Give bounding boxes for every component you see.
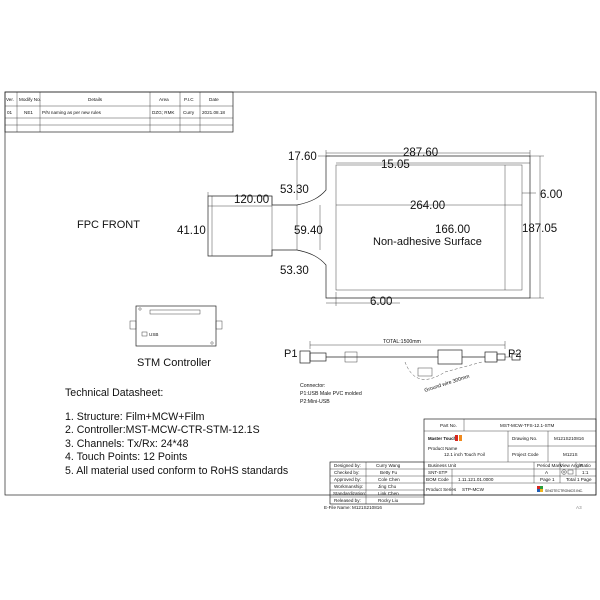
business-unit-label: Business Unit <box>428 463 457 468</box>
master-touch-logo: Master Touch <box>428 435 462 441</box>
dim-inner-offset: 15.05 <box>381 159 410 171</box>
rev-header-pic: P.I.C <box>184 97 194 102</box>
project-code-value: M121S <box>563 452 578 457</box>
part-no-label: Part No. <box>440 423 457 428</box>
datasheet-item-structure: 1. Structure: Film+MCW+Film <box>65 410 205 423</box>
ground-wire-label: Ground wire 300mm <box>424 374 471 394</box>
rev-cell-pic: Curry <box>183 110 195 115</box>
dim-left-offset: 17.60 <box>288 151 317 163</box>
dim-tail-bottom: 53.30 <box>280 265 309 277</box>
dim-active-width: 264.00 <box>410 200 445 212</box>
rev-header-date: Date <box>209 97 219 102</box>
drawing-frame <box>4 91 597 496</box>
rev-cell-date: 2021.08.18 <box>202 110 225 115</box>
sig-name-5: Rocky Liu <box>378 498 399 503</box>
touch-foil-outline <box>207 155 531 299</box>
sig-name-2: Cole Chen <box>378 477 400 482</box>
datasheet-item-rohs: 5. All material used conform to RoHS sta… <box>65 464 289 477</box>
product-series-label: Product Series <box>426 487 457 492</box>
dim-tail-length: 120.00 <box>234 194 269 206</box>
business-unit-value: SNT-STP <box>428 470 447 475</box>
bom-code-label: BOM Code <box>426 477 449 482</box>
period-mark-label: Period Mark <box>537 463 562 468</box>
product-name-value: 12.1 inch Touch Foil <box>444 452 485 457</box>
sig-name-1: Betty Fu <box>380 470 398 475</box>
revision-table: Ver. Modify No. Details Area P.I.C Date … <box>4 91 234 133</box>
sig-name-3: Jing Chu <box>378 484 397 489</box>
cable-total-label: TOTAL:1500mm <box>383 339 421 345</box>
brand-text: Master Touch <box>428 436 457 441</box>
company-logo: SINOTECTRONICS INC. <box>537 486 583 493</box>
project-code-label: Project Code <box>512 452 539 457</box>
datasheet-item-channels: 3. Channels: Tx/Rx: 24*48 <box>65 437 189 450</box>
connector-note-1: P1:USB Male PVC molded <box>300 391 362 397</box>
ratio-value: 1:1 <box>582 470 589 475</box>
sig-role-2: Approved by: <box>334 477 361 482</box>
sig-role-3: Workmanship: <box>334 484 363 489</box>
p1-connector <box>299 350 311 364</box>
active-area <box>335 164 523 291</box>
rev-cell-ver: 01 <box>7 110 13 115</box>
part-no-value: MST-MCW-TFS-12.1-STM <box>500 423 554 428</box>
dimension-labels: 287.60 17.60 15.05 6.00 120.00 53.30 264… <box>177 147 562 308</box>
product-name-label: Product Name <box>428 446 458 451</box>
drawing-no-value: M121S210816 <box>554 436 584 441</box>
product-series-value: STP-MCW <box>462 487 485 492</box>
connector-note-0: Connector: <box>300 383 325 389</box>
drawing-no-label: Drawing No. <box>512 436 537 441</box>
controller-label: STM Controller <box>137 357 211 369</box>
connector-notes: Connector: P1:USB Male PVC molded P2:Min… <box>300 383 362 405</box>
sheet-size: A3 <box>576 505 582 510</box>
rev-header-ver: Ver. <box>6 97 14 102</box>
dim-tail-width: 41.10 <box>177 225 206 237</box>
stm-controller-board: USB <box>129 305 223 347</box>
bom-code-value: 1.11.121.01.0000 <box>458 477 494 482</box>
datasheet-heading: Technical Datasheet: <box>65 387 164 399</box>
rev-cell-area: DZG; RMK <box>152 110 175 115</box>
controller-usb-text: USB <box>149 332 158 337</box>
ratio-label: Ratio <box>580 463 591 468</box>
rev-cell-details: P/N naming as per new rules <box>42 110 102 115</box>
sig-name-4: Link Chen <box>378 491 399 496</box>
fpc-front-label: FPC FRONT <box>77 219 140 231</box>
title-block: Part No. MST-MCW-TFS-12.1-STM Master Tou… <box>324 418 597 510</box>
company-name: SINOTECTRONICS INC. <box>545 489 583 493</box>
sig-role-0: Designed by: <box>334 463 361 468</box>
dim-tail-neck: 59.40 <box>294 225 323 237</box>
view-angle-label: View Angle <box>560 463 583 468</box>
sig-role-1: Checked by: <box>334 470 360 475</box>
dim-right-margin: 6.00 <box>540 189 562 201</box>
page-value: Page 1 <box>540 477 555 482</box>
sig-role-5: Released by: <box>334 498 361 503</box>
rev-cell-modify: NE1 <box>24 110 33 115</box>
rev-header-modify: Modify No. <box>19 97 41 102</box>
dim-total-width: 287.60 <box>403 147 438 159</box>
dim-total-height: 187.05 <box>522 223 557 235</box>
view-angle-icon <box>561 469 574 475</box>
total-pages-value: Total 1 Page <box>566 477 592 482</box>
sig-name-0: Curry Wang <box>376 463 401 468</box>
datasheet-item-touch-points: 4. Touch Points: 12 Points <box>65 451 188 464</box>
period-mark-value: A <box>545 470 549 475</box>
technical-datasheet: Technical Datasheet: 1. Structure: Film+… <box>65 387 365 479</box>
rev-header-area: Area <box>159 97 169 102</box>
dim-active-height: 166.00 <box>435 224 470 236</box>
file-name-label: E-File Name: <box>324 505 351 510</box>
datasheet-item-controller: 2. Controller:MST-MCW-CTR-STM-12.1S <box>65 424 260 437</box>
dimension-lines <box>207 150 544 306</box>
dim-tail-top: 53.30 <box>280 184 309 196</box>
file-name-value: M121S210816 <box>352 505 382 510</box>
rev-header-details: Details <box>88 97 103 102</box>
p1-label: P1 <box>284 348 297 360</box>
sig-role-4: Standardization: <box>333 491 366 496</box>
connector-note-2: P2:Mini-USB <box>300 399 330 405</box>
surface-label: Non-adhesive Surface <box>373 236 482 248</box>
dim-bottom-margin: 6.00 <box>370 296 392 308</box>
